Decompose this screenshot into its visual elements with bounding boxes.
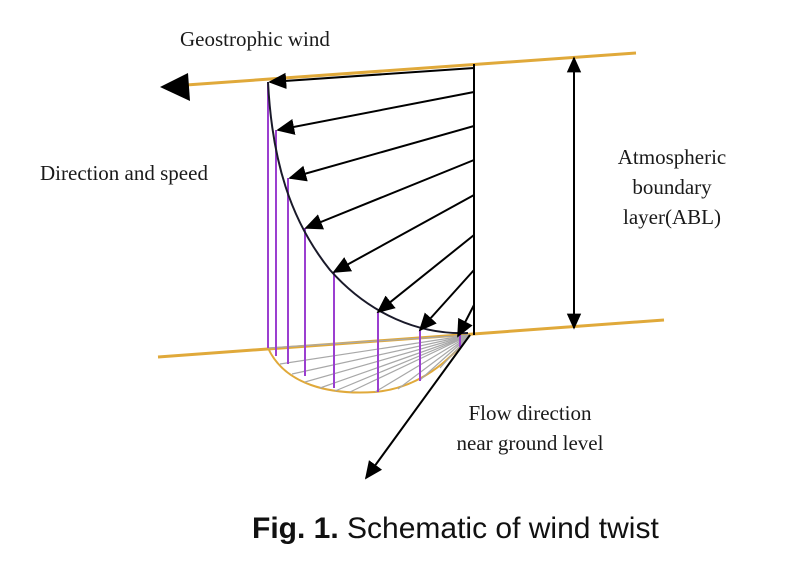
wind-arrow-6 (376, 234, 475, 314)
caption-prefix: Fig. 1. (252, 512, 339, 545)
caption-text: Schematic of wind twist (339, 512, 660, 545)
ground-flow-arrow (364, 334, 471, 480)
abl-label-line3: layer(ABL) (623, 205, 721, 229)
wind-arrow-3 (288, 125, 475, 182)
ekman-spiral-curve (267, 81, 469, 335)
wind-arrow-1 (268, 67, 475, 89)
abl-label-line2: boundary (632, 175, 712, 199)
flow-direction-line1: Flow direction (468, 401, 592, 425)
direction-speed-label: Direction and speed (40, 161, 208, 185)
figure-caption: Fig. 1. Schematic of wind twist (252, 512, 659, 545)
wind-arrow-7 (418, 269, 475, 332)
wind-arrow-8 (457, 304, 475, 338)
wind-arrow-4 (304, 159, 475, 230)
top-plane-line (171, 51, 637, 88)
wind-arrow-5 (332, 194, 475, 273)
wind-arrow-2 (276, 91, 475, 135)
geostrophic-wind-label: Geostrophic wind (180, 27, 330, 51)
abl-label-line1: Atmospheric (618, 145, 726, 169)
wind-arrows (268, 67, 475, 338)
projection-lines (267, 82, 461, 392)
ground-hatch-lines (267, 334, 471, 393)
flow-direction-line2: near ground level (457, 431, 604, 455)
geostrophic-plane-arrowhead (160, 73, 190, 101)
